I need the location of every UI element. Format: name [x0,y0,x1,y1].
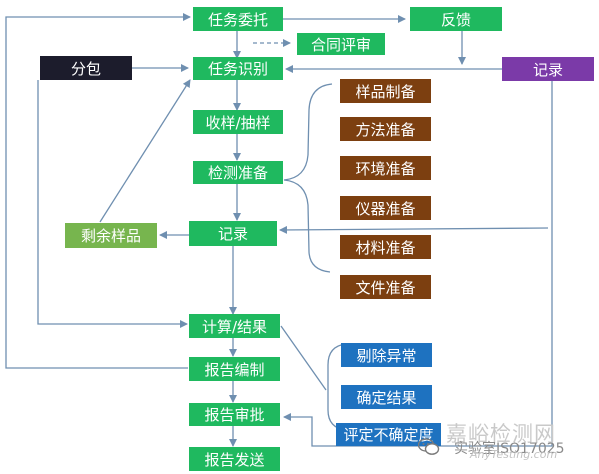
test-prepare-label: 检测准备 [207,164,268,182]
prep-instrument-box[interactable]: 仪器准备 [340,196,431,220]
remaining-samples-box[interactable]: 剩余样品 [65,223,157,248]
report-send-label: 报告发送 [204,450,265,469]
prep-method-label: 方法准备 [355,120,416,139]
watermark-en: AnyTesting.com [470,448,558,461]
sample-receive-label: 收样/抽样 [205,113,271,132]
report-review-label: 报告审批 [204,406,265,424]
task-identify-label: 任务识别 [207,60,268,78]
arrow-edit-to-commission [5,13,191,369]
task-identify-box[interactable]: 任务识别 [193,57,283,80]
prep-material-label: 材料准备 [355,238,416,257]
arrow-purple-record-to-review [283,80,553,447]
prep-instrument-label: 仪器准备 [355,199,416,218]
task-commission-box[interactable]: 任务委托 [193,7,283,31]
calc-result-box[interactable]: 计算/结果 [189,314,280,338]
watermark-cn: 嘉峪检测网 [446,422,556,446]
record-purple-label: 记录 [532,60,563,79]
watermark-sub: 实验室ISO17025 [454,441,565,457]
arrow-subcontract-to-calc [37,80,188,328]
prep-document-box[interactable]: 文件准备 [340,275,431,299]
remove-abnormal-label: 剔除异常 [356,346,417,365]
arrow-remaining-to-identify [99,79,191,223]
prep-sample-label: 样品制备 [355,82,416,101]
evaluate-uncertainty-box[interactable]: 评定不确定度 [336,423,441,446]
feedback-label: 反馈 [440,10,471,29]
prep-environment-label: 环境准备 [355,159,416,178]
contract-review-label: 合同评审 [310,35,371,54]
remaining-samples-label: 剩余样品 [80,227,141,245]
prep-method-box[interactable]: 方法准备 [340,117,431,141]
watermark: 嘉峪检测网 实验室ISO17025 AnyTesting.com [418,418,594,468]
record-main-box[interactable]: 记录 [189,221,277,246]
test-prepare-box[interactable]: 检测准备 [193,161,283,184]
prep-bracket [283,83,333,273]
evaluate-uncertainty-label: 评定不确定度 [343,426,434,444]
prep-environment-box[interactable]: 环境准备 [340,156,431,180]
record-purple-box[interactable]: 记录 [502,57,594,81]
calc-result-label: 计算/结果 [201,317,268,336]
arrow-long-to-record [279,225,549,234]
prep-material-box[interactable]: 材料准备 [340,235,431,259]
report-edit-box[interactable]: 报告编制 [189,357,280,381]
task-commission-label: 任务委托 [207,10,268,29]
record-main-label: 记录 [217,225,248,243]
calc-to-result-bracket [280,325,327,391]
sample-receive-box[interactable]: 收样/抽样 [193,110,283,134]
remove-abnormal-box[interactable]: 剔除异常 [341,343,432,367]
contract-review-box[interactable]: 合同评审 [297,33,385,55]
report-review-box[interactable]: 报告审批 [189,403,280,426]
subcontract-label: 分包 [70,59,101,78]
subcontract-box[interactable]: 分包 [40,56,132,80]
prep-document-label: 文件准备 [355,278,416,297]
prep-sample-box[interactable]: 样品制备 [340,79,431,103]
wechat-icon [418,438,440,455]
report-edit-label: 报告编制 [204,360,265,379]
report-send-box[interactable]: 报告发送 [189,447,280,471]
feedback-box[interactable]: 反馈 [410,7,502,31]
determine-result-box[interactable]: 确定结果 [341,385,432,409]
determine-result-label: 确定结果 [356,388,417,407]
